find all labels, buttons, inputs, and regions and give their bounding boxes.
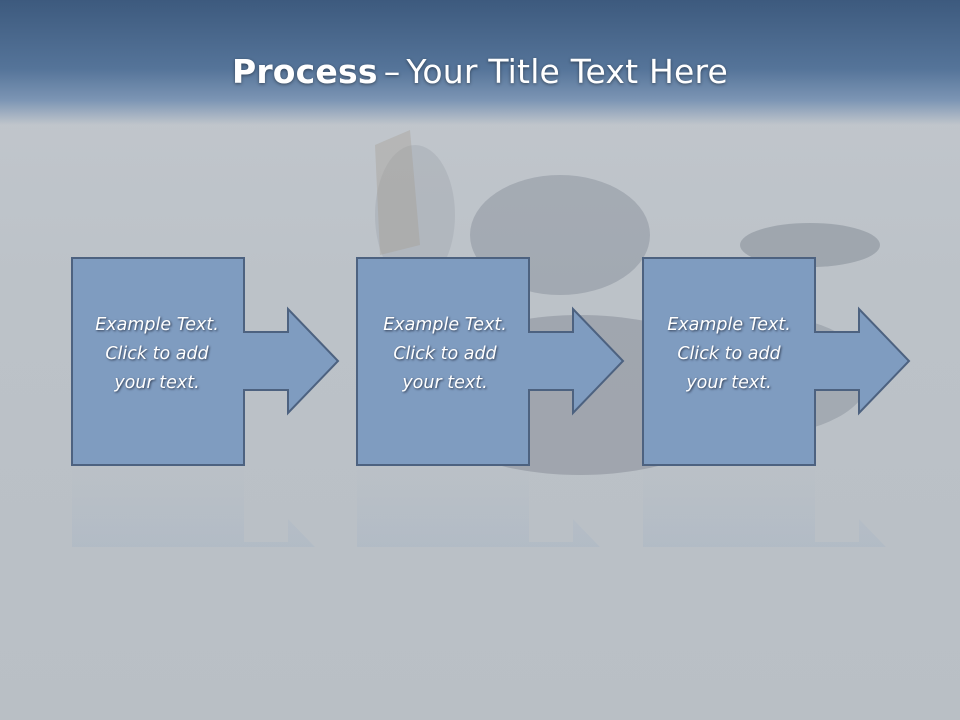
step-3-text: Example Text. Click to add your text.: [644, 311, 814, 398]
step-3-reflection: [643, 467, 886, 547]
step-2-arrow-box[interactable]: [356, 257, 625, 466]
step-2-line-3: your text.: [402, 373, 488, 393]
step-3-line-2: Click to add: [677, 344, 781, 364]
step-3-line-3: your text.: [686, 373, 772, 393]
step-2-text: Example Text. Click to add your text.: [360, 311, 530, 398]
step-1-text: Example Text. Click to add your text.: [72, 311, 242, 398]
step-1-line-3: your text.: [114, 373, 200, 393]
step-1-line-2: Click to add: [105, 344, 209, 364]
step-1-arrow-box[interactable]: [71, 257, 340, 466]
step-2-reflection: [357, 467, 600, 547]
step-1-line-1: Example Text.: [95, 315, 219, 335]
step-2-line-1: Example Text.: [383, 315, 507, 335]
title-rest: Your Title Text Here: [406, 52, 729, 91]
title-bold-part: Process: [231, 52, 378, 91]
step-1-reflection: [72, 467, 315, 547]
step-3-arrow-box[interactable]: [642, 257, 911, 466]
title-dash: –: [383, 52, 401, 91]
step-3-line-1: Example Text.: [667, 315, 791, 335]
step-2-line-2: Click to add: [393, 344, 497, 364]
title-banner: [0, 0, 960, 125]
slide-title[interactable]: Process–Your Title Text Here: [0, 52, 960, 91]
